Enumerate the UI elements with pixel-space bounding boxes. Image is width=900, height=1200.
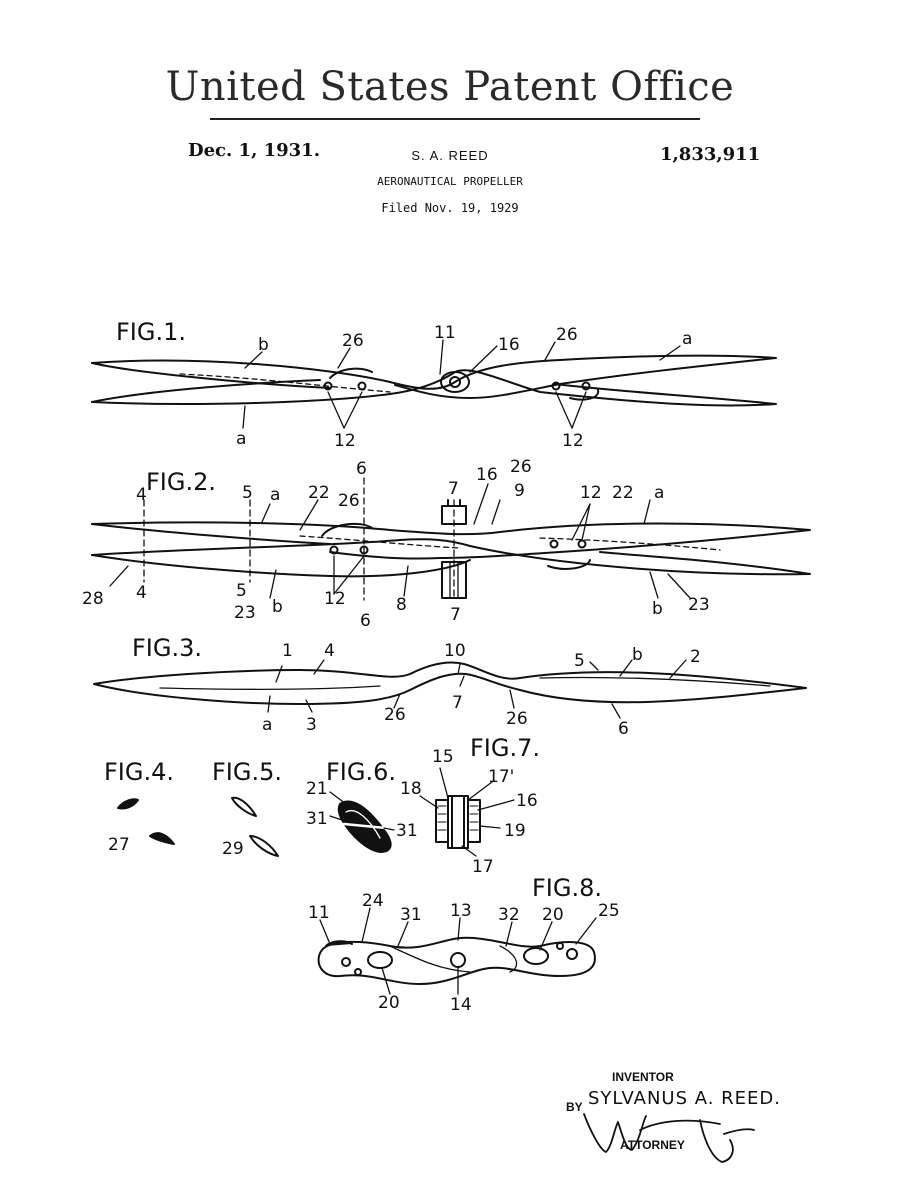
ref-label: 16	[498, 335, 520, 355]
fig2-propeller	[91, 477, 811, 601]
fig2-label: FIG.2.	[146, 468, 216, 496]
ref-label: 7	[450, 605, 461, 625]
ref-label: 29	[222, 839, 244, 859]
attorney-signature	[583, 1113, 755, 1163]
fig8-label: FIG.8.	[532, 874, 602, 902]
ref-label: 12	[324, 589, 346, 609]
fig8-hub	[317, 907, 597, 995]
ref-label: 6	[356, 459, 367, 479]
ref-label: a	[270, 485, 280, 505]
ref-label: 32	[498, 905, 520, 925]
ref-label: 11	[434, 323, 456, 343]
fig7-label: FIG.7.	[470, 734, 540, 762]
ref-label: 18	[400, 779, 422, 799]
ref-label: 5	[242, 483, 253, 503]
ref-label: 31	[306, 809, 328, 829]
ref-label: 27	[108, 835, 130, 855]
fig1-propeller	[91, 339, 777, 429]
ref-label: 22	[612, 483, 634, 503]
ref-label: 13	[450, 901, 472, 921]
attorney-label: ATTORNEY	[620, 1138, 685, 1152]
ref-label: 31	[396, 821, 418, 841]
ref-label: 20	[378, 993, 400, 1013]
patent-subject: AERONAUTICAL PROPELLER	[377, 175, 523, 188]
ref-label: 5	[236, 581, 247, 601]
ref-label: 16	[516, 791, 538, 811]
ref-label: 23	[688, 595, 710, 615]
patent-number: 1,833,911	[660, 144, 761, 165]
section-figures	[117, 791, 395, 857]
ref-label: a	[654, 483, 664, 503]
ref-label: a	[682, 329, 692, 349]
ref-label: 26	[506, 709, 528, 729]
ref-label: 14	[450, 995, 472, 1015]
ref-label: 10	[444, 641, 466, 661]
ref-label: 19	[504, 821, 526, 841]
inventor-signature-name: SYLVANUS A. REED.	[588, 1088, 782, 1109]
ref-label: 24	[362, 891, 384, 911]
fig3-propeller	[93, 659, 807, 719]
ref-label: 26	[510, 457, 532, 477]
ref-label: 23	[234, 603, 256, 623]
fig7-hub	[419, 767, 515, 857]
fig3-label: FIG.3.	[132, 634, 202, 662]
ref-label: 2	[690, 647, 701, 667]
ref-label: 3	[306, 715, 317, 735]
ref-label: 22	[308, 483, 330, 503]
ref-label: 16	[476, 465, 498, 485]
patent-date: Dec. 1, 1931.	[188, 140, 320, 161]
inventor-name: S. A. REED	[411, 148, 489, 163]
ref-label: 1	[282, 641, 293, 661]
by-label: BY	[566, 1100, 583, 1114]
fig6-label: FIG.6.	[326, 758, 396, 786]
ref-label: 17	[472, 857, 494, 877]
ref-label: 11	[308, 903, 330, 923]
patent-office-title: United States Patent Office	[165, 64, 735, 110]
ref-label: 17'	[488, 767, 514, 787]
ref-label: 26	[384, 705, 406, 725]
ref-label: 25	[598, 901, 620, 921]
fig5-label: FIG.5.	[212, 758, 282, 786]
fig1-label: FIG.1.	[116, 318, 186, 346]
ref-label: b	[632, 645, 643, 665]
ref-label: 12	[334, 431, 356, 451]
ref-label: a	[236, 429, 246, 449]
ref-label: 31	[400, 905, 422, 925]
ref-label: 12	[580, 483, 602, 503]
ref-label: b	[258, 335, 269, 355]
ref-label: 6	[618, 719, 629, 739]
ref-label: 28	[82, 589, 104, 609]
ref-label: 4	[324, 641, 335, 661]
ref-label: 15	[432, 747, 454, 767]
title-underline	[210, 118, 700, 120]
ref-label: 9	[514, 481, 525, 501]
ref-label: 20	[542, 905, 564, 925]
ref-label: 26	[556, 325, 578, 345]
ref-label: 6	[360, 611, 371, 631]
fig4-label: FIG.4.	[104, 758, 174, 786]
ref-label: 12	[562, 431, 584, 451]
ref-label: 21	[306, 779, 328, 799]
filed-date: Filed Nov. 19, 1929	[381, 201, 519, 215]
ref-label: 26	[342, 331, 364, 351]
ref-label: 7	[452, 693, 463, 713]
ref-label: b	[272, 597, 283, 617]
ref-label: 4	[136, 485, 147, 505]
inventor-label: INVENTOR	[612, 1070, 674, 1084]
ref-label: 4	[136, 583, 147, 603]
ref-label: 7	[448, 479, 459, 499]
ref-label: 8	[396, 595, 407, 615]
ref-label: b	[652, 599, 663, 619]
ref-label: 26	[338, 491, 360, 511]
ref-label: 5	[574, 651, 585, 671]
ref-label: a	[262, 715, 272, 735]
